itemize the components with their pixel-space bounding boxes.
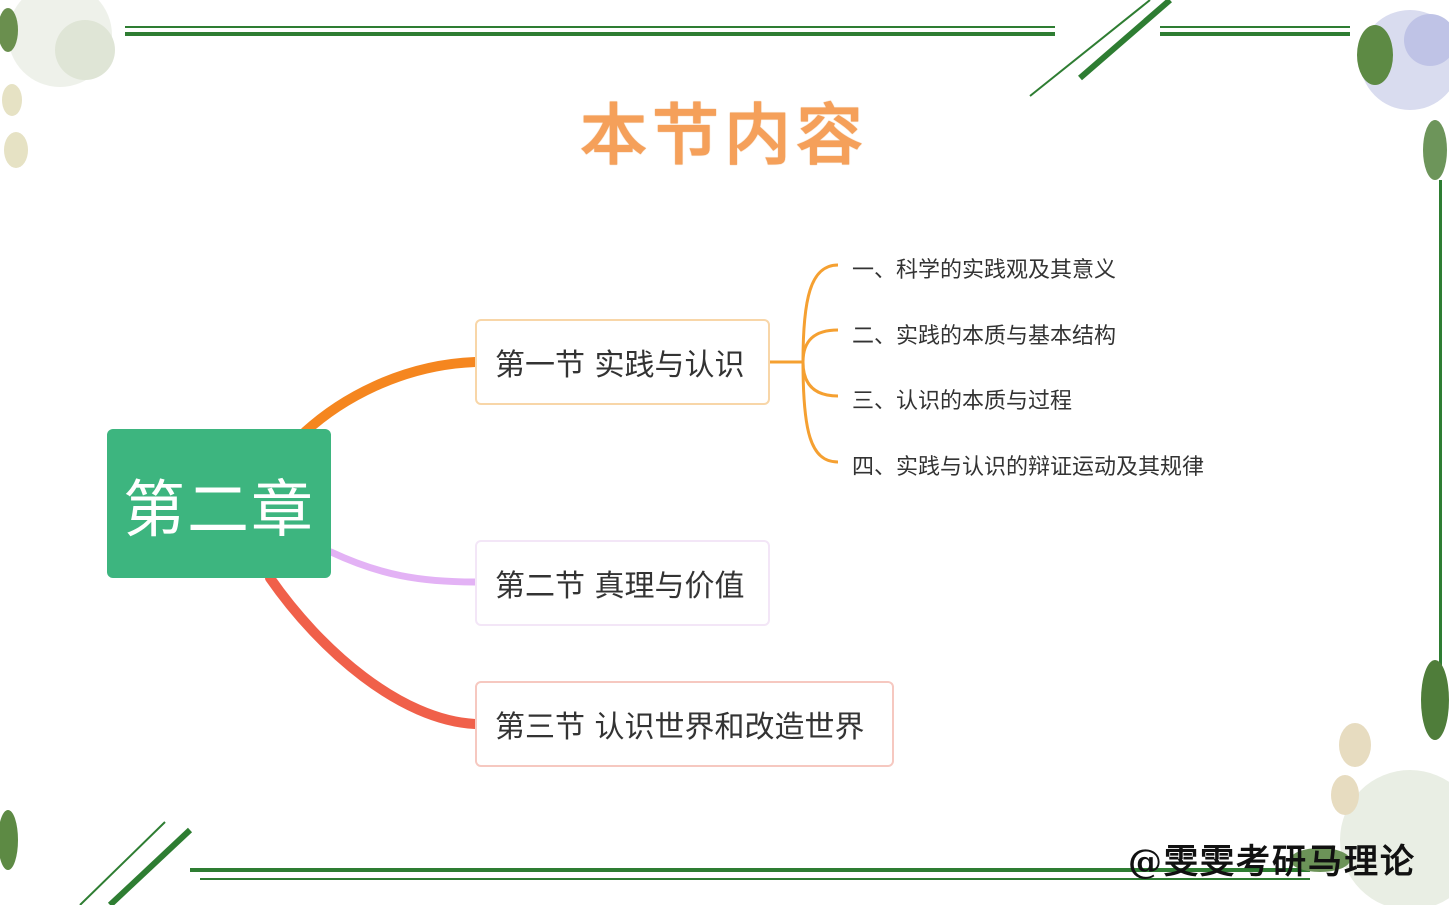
frame-top-right-line-thick	[1160, 32, 1350, 36]
subsection-item-2[interactable]: 二、实践的本质与基本结构	[852, 324, 1117, 349]
frame-top-line-thick	[125, 32, 1055, 36]
section-node-1[interactable]: 第一节 实践与认识	[475, 319, 770, 405]
subsection-item-1[interactable]: 一、科学的实践观及其意义	[852, 258, 1117, 283]
chapter-root-node[interactable]: 第二章	[107, 429, 331, 578]
flower-bottom-right-icon	[1290, 660, 1449, 905]
sub-link-3	[801, 361, 839, 398]
page-title: 本节内容	[580, 97, 869, 174]
frame-top-right-line	[1160, 26, 1350, 28]
frame-bottom-line-thin	[200, 878, 1310, 880]
sub-link-4	[801, 361, 839, 464]
section-node-2[interactable]: 第二节 真理与价值	[475, 540, 770, 626]
branch-link-1	[300, 357, 480, 437]
branch-link-3	[265, 573, 480, 729]
flower-top-right-icon	[1357, 10, 1449, 180]
watermark-text: @雯雯考研马理论	[1128, 842, 1416, 882]
frame-right-line	[1439, 180, 1442, 700]
sub-link-1	[801, 263, 839, 363]
frame-bottom-line	[190, 868, 1310, 872]
sub-link-2	[801, 328, 839, 363]
flower-top-left-icon	[0, 0, 115, 168]
subsection-item-3[interactable]: 三、认识的本质与过程	[852, 389, 1073, 414]
subsection-item-4[interactable]: 四、实践与认识的辩证运动及其规律	[852, 455, 1205, 480]
leaf-bottom-left-icon	[0, 810, 18, 870]
branch-link-2	[327, 548, 479, 586]
section-node-3[interactable]: 第三节 认识世界和改造世界	[475, 681, 894, 767]
frame-top-line	[125, 26, 1055, 28]
